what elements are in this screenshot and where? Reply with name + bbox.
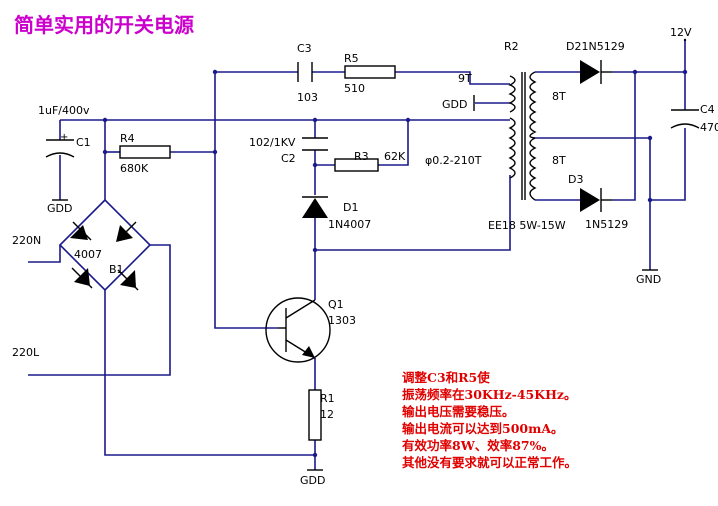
label-r1-value: 12 xyxy=(320,408,334,421)
label-d1-value: 1N4007 xyxy=(328,218,371,231)
label-r4: R4 xyxy=(120,132,135,145)
note-line: 调整C3和R5使 xyxy=(402,370,490,385)
label-d1: D1 xyxy=(343,201,358,214)
diode-d1 xyxy=(302,196,328,218)
capacitor-c1: + xyxy=(45,132,75,158)
labels: C3 103 R5 510 R2 D21N5129 12V 9T GDD 8T … xyxy=(12,26,718,487)
label-c4: C4 xyxy=(700,103,715,116)
label-bridge-value: 4007 xyxy=(74,248,102,261)
diode-d2 xyxy=(580,60,612,84)
junction-dots xyxy=(102,69,688,458)
label-gdd-bottom: GDD xyxy=(300,474,325,487)
label-220n: 220N xyxy=(12,234,41,247)
label-r2: R2 xyxy=(504,40,519,53)
ground-symbols xyxy=(52,38,687,471)
resistor-r1 xyxy=(308,389,322,441)
label-12v: 12V xyxy=(670,26,692,39)
note-line: 输出电压需要稳压。 xyxy=(402,404,515,419)
bridge-rectifier-b1 xyxy=(70,221,139,291)
label-core: EE18 5W-15W xyxy=(488,219,566,232)
note-line: 有效功率8W、效率87%。 xyxy=(402,438,554,453)
resistor-r5 xyxy=(344,65,396,79)
label-c4-value: 470 xyxy=(700,121,718,134)
label-c3-value: 103 xyxy=(297,91,318,104)
title: 简单实用的开关电源 xyxy=(14,13,194,37)
transformer-r2 xyxy=(508,71,537,201)
svg-text:+: + xyxy=(60,132,68,143)
label-d3: D3 xyxy=(568,173,583,186)
label-r5-value: 510 xyxy=(344,82,365,95)
resistor-r4 xyxy=(119,145,171,159)
transistor-q1 xyxy=(265,297,331,363)
diode-d3 xyxy=(580,188,612,212)
label-d2: D21N5129 xyxy=(566,40,625,53)
notes: 调整C3和R5使 振荡频率在30KHz-45KHz。 输出电压需要稳压。 输出电… xyxy=(402,370,577,470)
note-line: 输出电流可以达到500mA。 xyxy=(402,421,564,436)
label-r4-value: 680K xyxy=(120,162,149,175)
label-r5: R5 xyxy=(344,52,359,65)
label-c1-rating: 1uF/400v xyxy=(38,104,90,117)
label-8t-bottom: 8T xyxy=(552,154,566,167)
label-b1: B1 xyxy=(109,263,124,276)
note-line: 其他没有要求就可以正常工作。 xyxy=(402,455,577,470)
label-q1-value: 1303 xyxy=(328,314,356,327)
label-d3-value: 1N5129 xyxy=(585,218,628,231)
capacitor-c4 xyxy=(670,109,700,129)
label-8t-top: 8T xyxy=(552,90,566,103)
label-gdd-transformer: GDD xyxy=(442,98,467,111)
label-c2-value: 102/1KV xyxy=(249,136,296,149)
label-c3: C3 xyxy=(297,42,312,55)
label-r3-value: 62K xyxy=(384,150,406,163)
label-primary: φ0.2-210T xyxy=(425,154,482,167)
label-c1: C1 xyxy=(76,136,91,149)
capacitor-c3 xyxy=(297,62,313,82)
label-9t: 9T xyxy=(458,72,472,85)
label-r3: R3 xyxy=(354,150,369,163)
label-c2: C2 xyxy=(281,152,296,165)
label-q1: Q1 xyxy=(328,298,344,311)
label-gdd-c1: GDD xyxy=(47,202,72,215)
note-line: 振荡频率在30KHz-45KHz。 xyxy=(402,387,577,402)
label-220l: 220L xyxy=(12,346,40,359)
resistor-r3 xyxy=(334,158,379,172)
capacitor-c2 xyxy=(302,137,328,151)
label-r1: R1 xyxy=(320,392,335,405)
wires xyxy=(28,40,686,470)
label-gnd: GND xyxy=(636,273,661,286)
